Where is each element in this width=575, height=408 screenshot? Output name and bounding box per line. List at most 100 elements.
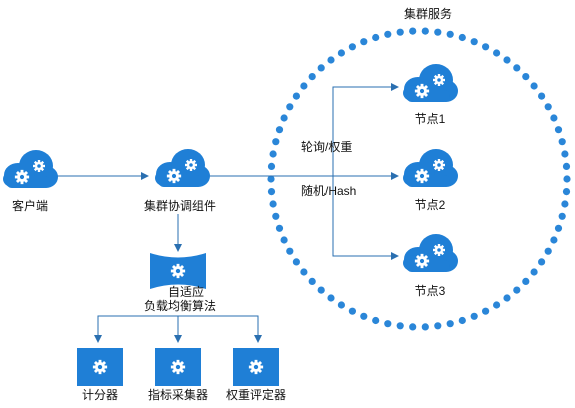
connector-adaptive-to-scorer <box>94 315 178 343</box>
ring-dot <box>269 150 277 158</box>
ring-dot <box>280 236 288 244</box>
ring-dot <box>272 212 280 220</box>
ring-dot <box>337 49 345 57</box>
scorer-label: 计分器 <box>81 388 119 402</box>
ring-dot <box>544 247 552 255</box>
ring-dot <box>269 200 277 208</box>
ring-dot <box>482 307 490 315</box>
ring-dot <box>538 92 546 100</box>
ring-dot <box>558 212 566 220</box>
evaluator-gear-box-icon <box>233 348 279 386</box>
ring-dot <box>272 138 280 146</box>
ring-dot <box>434 322 442 330</box>
ring-dot <box>360 38 368 46</box>
coordinator-cloud-gear-icon <box>155 149 210 187</box>
ring-dot <box>470 312 478 320</box>
ring-dot <box>360 312 368 320</box>
ring-dot <box>554 126 563 134</box>
ring-dot <box>550 114 558 122</box>
ring-dot <box>384 30 392 38</box>
ring-dot <box>317 64 325 72</box>
ring-dot <box>308 73 316 81</box>
ring-dot <box>513 64 521 72</box>
ring-dot <box>561 150 569 158</box>
adaptive-gear-icon <box>150 253 206 289</box>
ring-dot <box>348 307 356 315</box>
ring-dot <box>554 224 563 232</box>
ring-dot <box>317 286 325 294</box>
ring-dot <box>421 27 429 35</box>
ring-dot <box>267 188 276 196</box>
ring-dot <box>493 301 501 309</box>
ring-dot <box>372 316 380 325</box>
ring-dot <box>327 294 335 302</box>
ring-dot <box>503 294 511 302</box>
ring-dot <box>348 43 356 51</box>
ring-dot <box>458 33 466 42</box>
ring-dot <box>522 73 530 81</box>
adaptive-label-line1: 自适应 <box>167 285 205 299</box>
ring-dot <box>446 320 454 328</box>
ring-dot <box>530 82 538 90</box>
node2-label: 节点2 <box>414 198 446 212</box>
node2-cloud-gear-icon <box>403 149 458 187</box>
evaluator-label: 权重评定器 <box>225 388 287 402</box>
ring-dot <box>558 138 566 146</box>
ring-dot <box>275 224 284 232</box>
ring-dot <box>503 56 511 64</box>
ring-dot <box>308 277 316 285</box>
ring-dot <box>562 162 571 170</box>
coordinator-label: 集群协调组件 <box>143 199 217 213</box>
node1-label: 节点1 <box>414 112 446 126</box>
ring-dot <box>280 114 288 122</box>
ring-dot <box>562 188 571 196</box>
ring-dot <box>544 103 552 111</box>
ring-dot <box>396 322 404 330</box>
node1-cloud-gear-icon <box>403 64 458 102</box>
connector-branch-to-node3 <box>332 176 399 260</box>
ring-dot <box>434 28 442 36</box>
ring-dot <box>300 82 308 90</box>
node3-cloud-gear-icon <box>403 234 458 272</box>
ring-dot <box>493 49 501 57</box>
ring-dot <box>561 200 569 208</box>
ring-dot <box>396 28 404 36</box>
ring-dot <box>458 316 466 325</box>
ring-dot <box>550 236 558 244</box>
ring-dot <box>538 258 546 266</box>
scorer-gear-box-icon <box>77 348 123 386</box>
node3-label: 节点3 <box>414 284 446 298</box>
ring-dot <box>522 277 530 285</box>
cluster-boundary-ring <box>267 27 571 331</box>
ring-dot <box>372 33 380 42</box>
collector-label: 指标采集器 <box>147 388 209 402</box>
ring-dot <box>470 38 478 46</box>
cluster-title: 集群服务 <box>403 7 453 21</box>
ring-dot <box>327 56 335 64</box>
ring-dot <box>530 268 538 276</box>
strategy-random-hash-label: 随机/Hash <box>301 184 357 198</box>
ring-dot <box>384 320 392 328</box>
ring-dot <box>446 30 454 38</box>
ring-dot <box>482 43 490 51</box>
ring-dot <box>409 27 417 35</box>
ring-dot <box>267 162 276 170</box>
ring-dot <box>337 301 345 309</box>
ring-dot <box>513 286 521 294</box>
adaptive-label-line2: 负载均衡算法 <box>143 299 217 313</box>
connector-adaptive-to-evaluator <box>178 315 262 343</box>
ring-dot <box>292 92 300 100</box>
ring-dot <box>275 126 284 134</box>
ring-dot <box>292 258 300 266</box>
ring-dot <box>563 175 571 183</box>
ring-dot <box>267 175 275 183</box>
collector-gear-box-icon <box>155 348 201 386</box>
client-cloud-gear-icon <box>3 150 58 188</box>
ring-dot <box>409 323 417 331</box>
client-label: 客户端 <box>11 199 49 213</box>
strategy-polling-weight-label: 轮询/权重 <box>301 140 353 154</box>
ring-dot <box>286 247 294 255</box>
connector-branch-to-node1 <box>332 83 399 176</box>
ring-dot <box>421 323 429 331</box>
